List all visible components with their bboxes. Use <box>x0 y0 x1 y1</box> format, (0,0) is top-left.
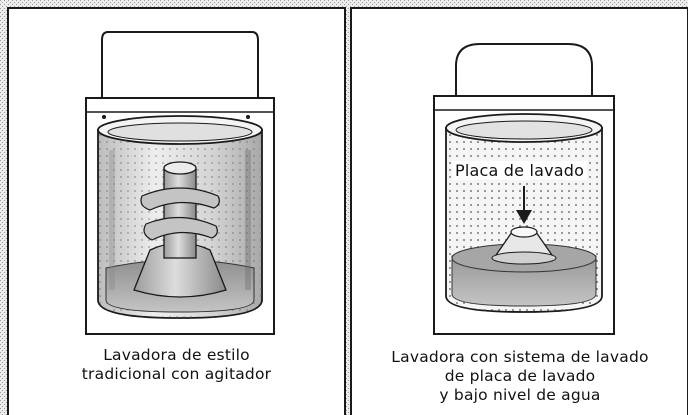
washplate-callout-label: Placa de lavado <box>452 161 588 180</box>
right-caption: Lavadora con sistema de lavado de placa … <box>352 348 688 405</box>
traditional-washer-illustration <box>85 31 275 335</box>
left-caption-line-2: tradicional con agitador <box>81 365 272 383</box>
left-panel: Lavadora de estilo tradicional con agita… <box>8 8 345 415</box>
right-panel: Lavadora con sistema de lavado de placa … <box>352 8 688 415</box>
right-caption-line-2: de placa de lavado <box>444 367 596 385</box>
right-caption-line-3: y bajo nivel de agua <box>439 386 601 404</box>
left-caption: Lavadora de estilo tradicional con agita… <box>8 346 345 384</box>
right-caption-line-1: Lavadora con sistema de lavado <box>391 348 649 366</box>
left-caption-line-1: Lavadora de estilo <box>103 346 250 364</box>
